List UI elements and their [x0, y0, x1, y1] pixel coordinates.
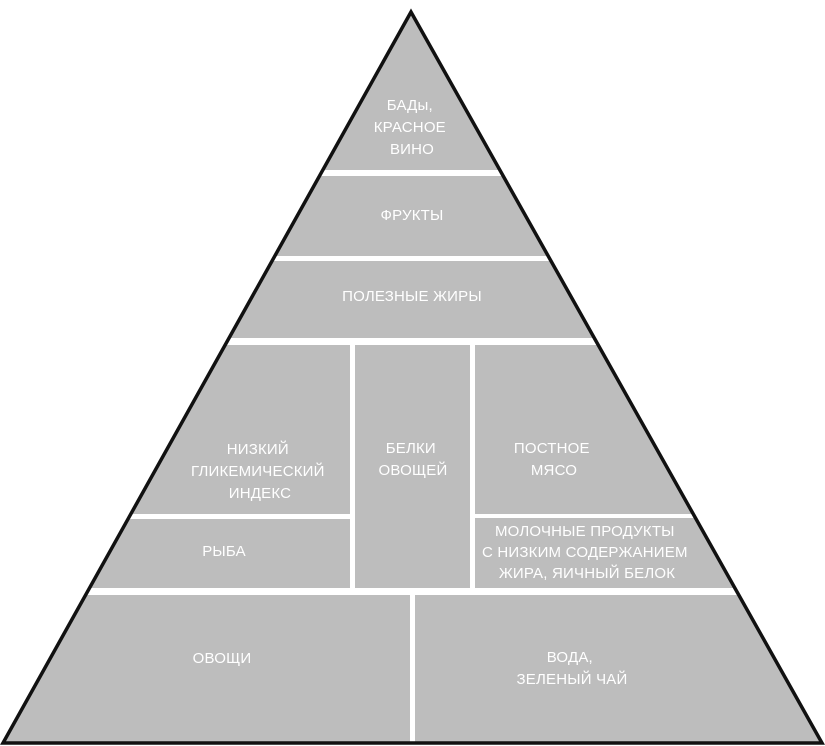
- label-water-green-tea: ВОДА, ЗЕЛЕНЫЙ ЧАЙ: [517, 649, 628, 688]
- label-supplements: БАДы, КРАСНОЕ ВИНО: [374, 97, 451, 158]
- label-healthy-fats: ПОЛЕЗНЫЕ ЖИРЫ: [342, 288, 482, 305]
- label-dairy: МОЛОЧНЫЕ ПРОДУКТЫ С НИЗКИМ СОДЕРЖАНИЕМ Ж…: [482, 523, 692, 582]
- pyramid-labels: БАДы, КРАСНОЕ ВИНО ФРУКТЫ ПОЛЕЗНЫЕ ЖИРЫ …: [191, 97, 692, 688]
- label-vegetables: ОВОЩИ: [193, 650, 252, 667]
- label-vegetable-protein: БЕЛКИ ОВОЩЕЙ: [379, 440, 448, 479]
- pyramid-outline: [0, 8, 825, 745]
- label-fruits: ФРУКТЫ: [381, 207, 444, 224]
- pyramid-dividers: [3, 170, 822, 743]
- label-fish: РЫБА: [202, 543, 246, 560]
- label-lean-meat: ПОСТНОЕ МЯСО: [514, 440, 594, 479]
- label-low-glycemic-index: НИЗКИЙ ГЛИКЕМИЧЕСКИЙ ИНДЕКС: [191, 440, 329, 502]
